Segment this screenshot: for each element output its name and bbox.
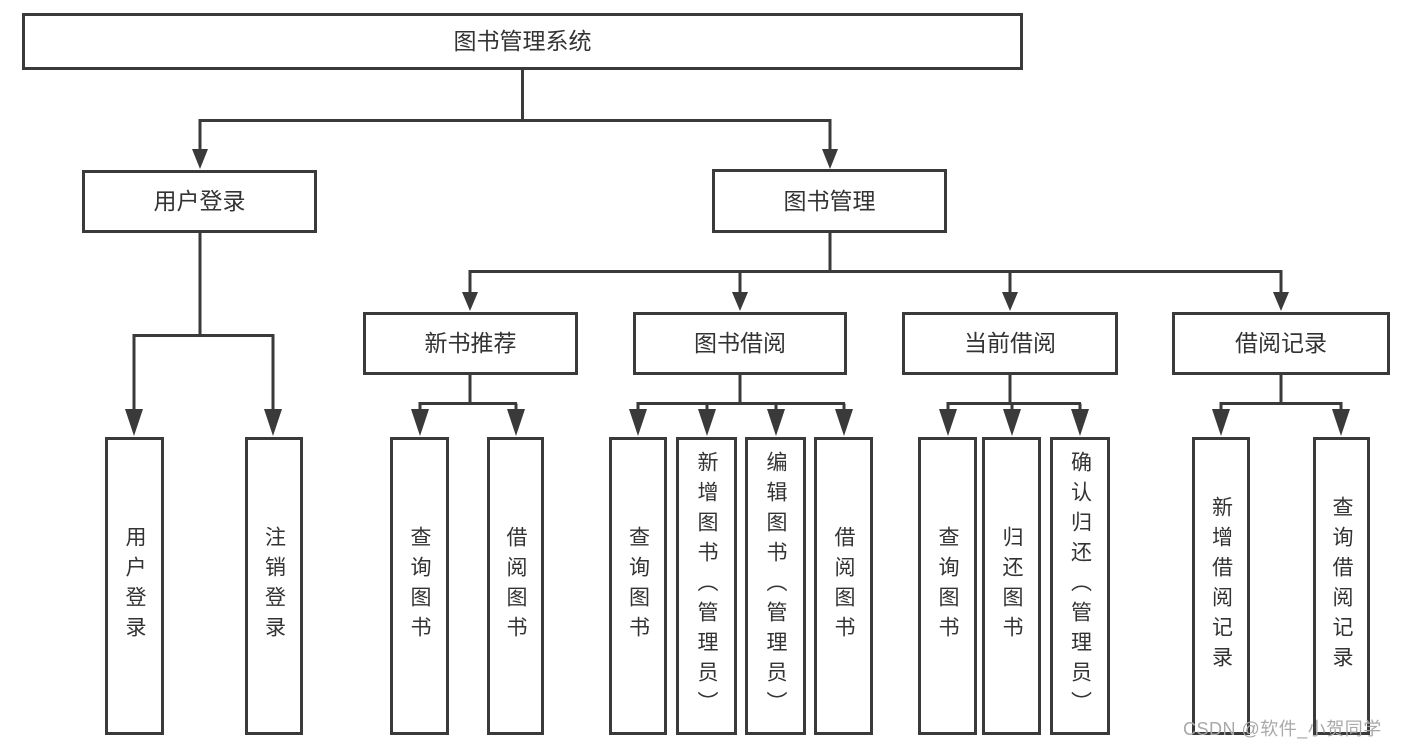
- node-borrow-records: 借阅记录: [1172, 312, 1390, 375]
- leaf-borrow-books: 借阅图书: [814, 437, 873, 735]
- leaf-return-books: 归还图书: [982, 437, 1041, 735]
- leaf-borrow-books-recommend: 借阅图书: [487, 437, 544, 735]
- connector-root-to-level2: [198, 70, 832, 152]
- leaf-add-borrow-record: 新增借阅记录: [1192, 437, 1250, 735]
- leaf-query-borrow-record: 查询借阅记录: [1313, 437, 1370, 735]
- connector-borrow-to-leaves: [636, 375, 846, 412]
- connector-userlogin-to-leaves: [132, 233, 275, 412]
- node-root: 图书管理系统: [22, 13, 1023, 70]
- node-new-book-recommend: 新书推荐: [363, 312, 578, 375]
- leaf-query-books-current: 查询图书: [918, 437, 977, 735]
- connector-records-to-leaves: [1219, 375, 1343, 412]
- node-current-borrowing: 当前借阅: [902, 312, 1118, 375]
- watermark-text: CSDN @软件_小贺同学: [1183, 719, 1382, 739]
- leaf-logout: 注销登录: [245, 437, 303, 735]
- leaf-confirm-return-admin: 确认归还（管理员）: [1050, 437, 1110, 735]
- connector-newbooks-to-leaves: [418, 375, 518, 412]
- arrowheads: [125, 149, 1350, 436]
- leaf-query-books-borrowing: 查询图书: [609, 437, 667, 735]
- leaf-edit-books-admin: 编辑图书（管理员）: [745, 437, 806, 735]
- node-user-login: 用户登录: [82, 170, 317, 233]
- connector-bookmgmt-to-level3: [468, 233, 1283, 294]
- leaf-query-books-recommend: 查询图书: [390, 437, 449, 735]
- connector-current-to-leaves: [946, 375, 1082, 412]
- leaf-add-books-admin: 新增图书（管理员）: [676, 437, 737, 735]
- leaf-user-login: 用户登录: [105, 437, 164, 735]
- node-book-borrowing: 图书借阅: [633, 312, 847, 375]
- node-book-management: 图书管理: [712, 169, 947, 233]
